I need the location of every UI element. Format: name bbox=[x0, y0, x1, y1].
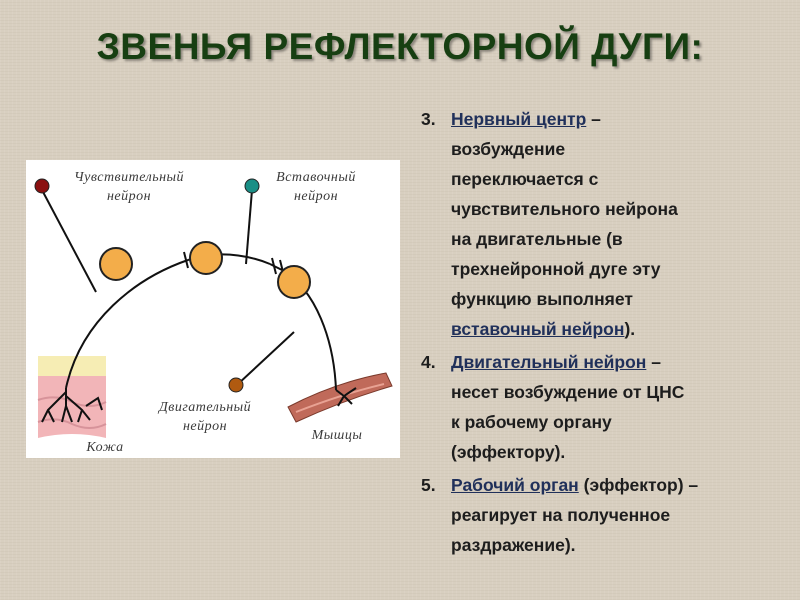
muscle-tissue bbox=[287, 372, 393, 423]
term-nerve-center: Нервный центр bbox=[451, 109, 587, 129]
label-interneuron: Вставочный нейрон bbox=[276, 170, 356, 204]
item-effector: 5. Рабочий орган (эффектор) – реагирует … bbox=[421, 475, 699, 555]
reflex-arc-diagram: Чувствительный нейрон Вставочный нейрон … bbox=[26, 160, 400, 458]
term-effector: Рабочий орган bbox=[451, 475, 579, 495]
interneuron-body bbox=[189, 241, 223, 275]
term-motor-neuron: Двигательный нейрон bbox=[451, 352, 647, 372]
slide-title: ЗВЕНЬЯ РЕФЛЕКТОРНОЙ ДУГИ: bbox=[96, 26, 704, 67]
label-muscle: Мышцы bbox=[311, 428, 363, 443]
reflex-arc-description: 3. Нервный центр – возбуждение переключа… bbox=[414, 104, 794, 563]
sensory-pin bbox=[34, 178, 50, 194]
item-nerve-center: 3. Нервный центр – возбуждение переключа… bbox=[421, 109, 678, 339]
item-motor-neuron: 4. Двигательный нейрон – несет возбужден… bbox=[421, 352, 685, 462]
term-interneuron: вставочный нейрон bbox=[451, 319, 625, 339]
label-sensory-neuron: Чувствительный нейрон bbox=[73, 170, 185, 204]
interneuron-pin bbox=[244, 178, 260, 194]
reflex-arc-svg bbox=[34, 178, 393, 438]
label-skin: Кожа bbox=[86, 440, 124, 455]
skin-tissue bbox=[37, 356, 107, 438]
sensory-neuron-body bbox=[99, 247, 133, 281]
motor-pin bbox=[228, 377, 244, 393]
motor-neuron-body bbox=[277, 265, 311, 299]
label-motor-neuron: Двигательный нейрон bbox=[158, 400, 252, 434]
